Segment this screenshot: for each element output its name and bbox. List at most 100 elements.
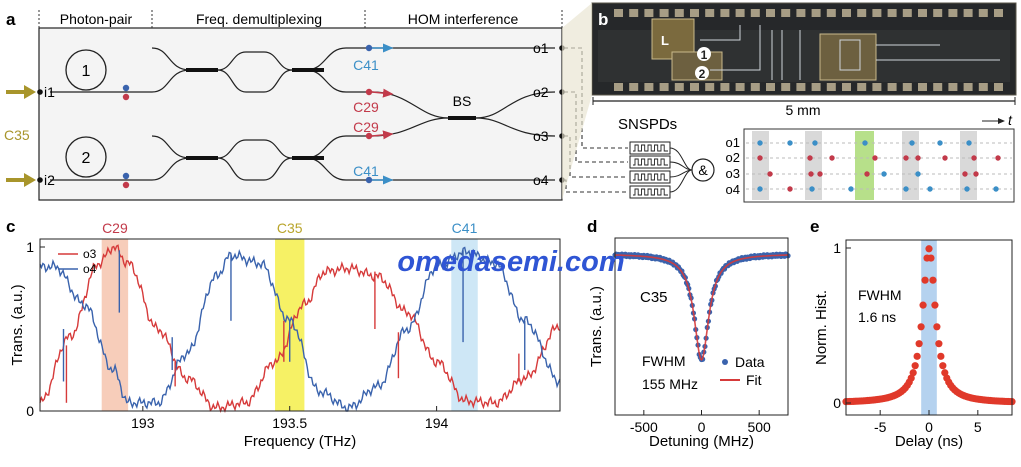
contact-pads [614,9,1003,91]
data-point [927,254,935,262]
output-label-o4: o4 [533,172,549,188]
timing-event [942,155,948,161]
contact-pad [933,9,943,17]
contact-pad [705,83,715,91]
timing-row-o2: o2 [726,150,740,165]
ring-label-1: 1 [82,63,91,80]
pump-arrow-head [24,85,36,99]
chip-label-1: 1 [701,48,708,62]
x-axis-label: Frequency (THz) [244,433,357,450]
contact-pad [918,83,927,91]
contact-pad [614,83,623,91]
x-tick-label: 500 [747,419,771,435]
highlight-label: C35 [277,220,303,236]
contact-pad [902,9,912,17]
timing-event [787,186,793,192]
y-axis-label: Norm. Hist. [813,290,830,365]
watermark: omedasemi.com [397,246,624,278]
ring-resonator-1 [65,49,107,91]
snspd-block: SNSPDs & [618,116,715,199]
coupler [292,68,324,72]
x-tick-label: 0 [698,419,706,435]
contact-pad [644,83,654,91]
contact-pad [994,83,1003,91]
channel-arrow [371,130,394,140]
y-axis-label: Trans. (a.u.) [588,286,605,367]
contact-pad [644,9,654,17]
data-point [937,352,945,360]
timing-event [964,186,970,192]
timing-events [746,131,1012,200]
contact-pad [948,9,958,17]
snspd-meander [633,144,668,152]
contact-pad [705,9,715,17]
contact-pad [872,83,882,91]
contact-pad [750,83,760,91]
contact-pad [887,83,897,91]
data-point [939,362,947,370]
timing-window [855,131,874,200]
chip-label-bg [697,47,711,61]
timing-event [757,186,763,192]
chip-label-L: L [661,33,669,48]
contact-pad [690,9,699,17]
data-point [935,340,943,348]
data-point [915,340,923,348]
contact-pad [918,9,927,17]
timing-event [915,171,921,177]
input-port [37,89,43,95]
contact-pad [674,9,684,17]
timing-event [937,140,943,146]
photon-dot [122,181,130,189]
panel-d-annotation: C35 [640,289,668,306]
contact-pad [750,9,760,17]
panel-d-letter: d [587,217,597,236]
contact-pad [902,83,912,91]
contact-pad [766,9,775,17]
panel-b: 1 2 L b 5 mm [562,2,1017,200]
timing-event [903,186,909,192]
contact-pad [963,83,973,91]
highlight-band [101,239,129,411]
snspd-meander [633,173,668,181]
coupler [186,68,218,72]
timing-event [993,186,999,192]
channel-label-c41-top: C41 [353,57,379,73]
contact-pad [659,9,669,17]
timing-event [767,171,773,177]
contact-pad [811,9,821,17]
data-point [931,301,939,309]
legend-label: Data [735,354,765,370]
x-tick-label: 193 [131,415,155,431]
x-tick-label: 194 [425,415,449,431]
timing-window [805,131,822,200]
timing-event [881,171,887,177]
timing-event [962,171,968,177]
contact-pad [629,9,639,17]
contact-pad [857,9,867,17]
timing-row-o3: o3 [726,166,740,181]
timing-event [757,140,763,146]
timing-event [817,171,823,177]
data-point [909,369,917,377]
contact-pad [735,83,745,91]
panel-e-letter: e [810,217,819,236]
snspd-label: SNSPDs [618,116,677,133]
input-label-i1: i1 [44,84,55,100]
channel-label-c29-top: C29 [353,99,379,115]
contact-pad [766,83,775,91]
beamsplitter-label: BS [453,93,472,109]
x-tick-label: 5 [974,419,982,435]
coupler [186,156,218,160]
contact-pad [781,9,791,17]
timing-event [829,155,835,161]
y-tick-label: 0 [26,403,34,419]
timing-event [973,171,979,177]
coincidence-symbol: & [698,162,708,178]
output-label-o3: o3 [533,128,549,144]
panel-b-letter: b [598,10,608,29]
